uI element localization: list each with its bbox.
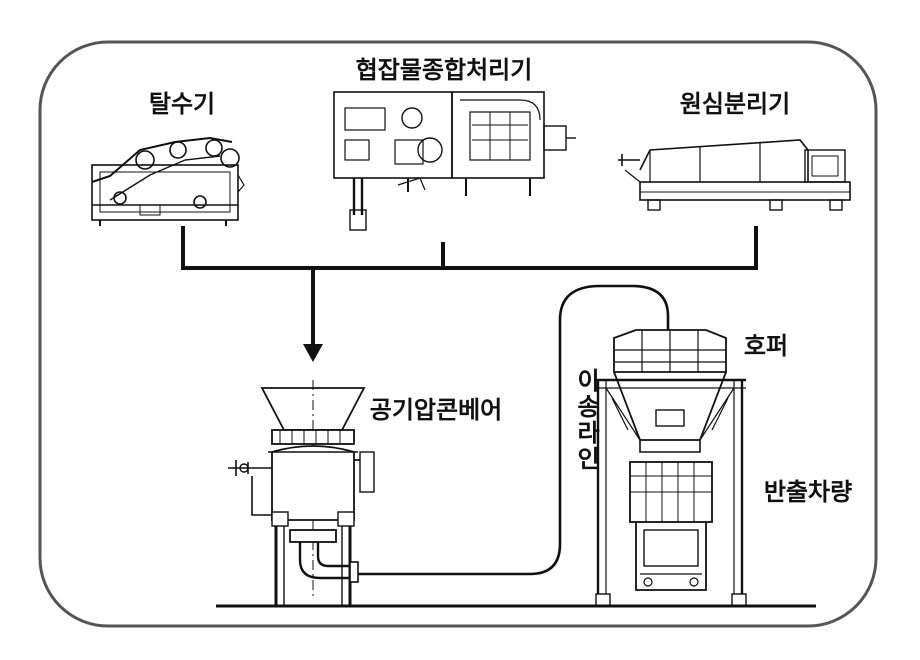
integrated-processor-label: 협잡물종합처리기 [356, 56, 533, 84]
diagram-frame [38, 40, 878, 628]
discharge-vehicle [595, 461, 747, 607]
pneumatic-conveyor-label: 공기압콘베어 [370, 396, 502, 424]
transfer-line-pipe [358, 284, 670, 576]
discharge-vehicle-label: 반출차량 [764, 478, 852, 506]
centrifuge-label: 원심분리기 [680, 90, 790, 118]
hopper-structure [594, 329, 746, 606]
hopper-label: 호퍼 [744, 332, 788, 360]
integrated-processor-machine [333, 91, 576, 231]
dewaterer-label: 탈수기 [149, 90, 215, 118]
centrifuge-machine [618, 139, 851, 211]
transfer-line-label: 이송라인 [572, 368, 600, 472]
collector-lines [181, 226, 758, 346]
pneumatic-conveyor-machine [228, 380, 375, 606]
down-arrow-icon [303, 344, 323, 362]
dewaterer-machine [91, 136, 245, 226]
